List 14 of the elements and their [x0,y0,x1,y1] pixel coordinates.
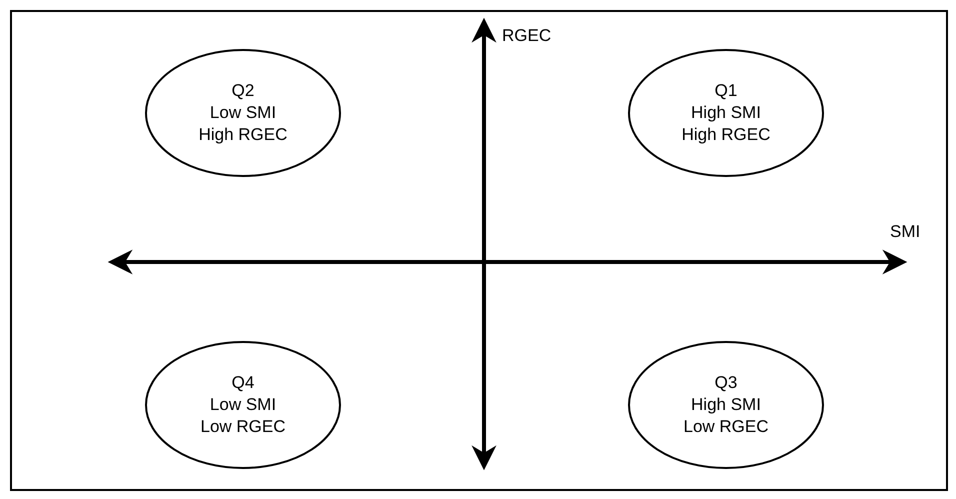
quadrant-description: Low RGEC [200,416,286,438]
quadrant-description: Low RGEC [683,416,769,438]
quadrant-description: High RGEC [198,124,288,146]
quadrant-title: Q4 [232,372,254,394]
quadrant-title: Q3 [714,372,738,394]
quadrant-title: Q2 [232,80,254,102]
axis-label: SMI [890,222,920,242]
quadrant-description: High SMI [691,102,761,124]
quadrant-description: Low SMI [210,394,276,416]
quadrant-description: High SMI [691,394,761,416]
axis-label: RGEC [502,26,552,46]
quadrant-title: Q1 [714,80,738,102]
quadrant-description: High RGEC [682,124,770,146]
quadrant-description: Low SMI [210,102,276,124]
